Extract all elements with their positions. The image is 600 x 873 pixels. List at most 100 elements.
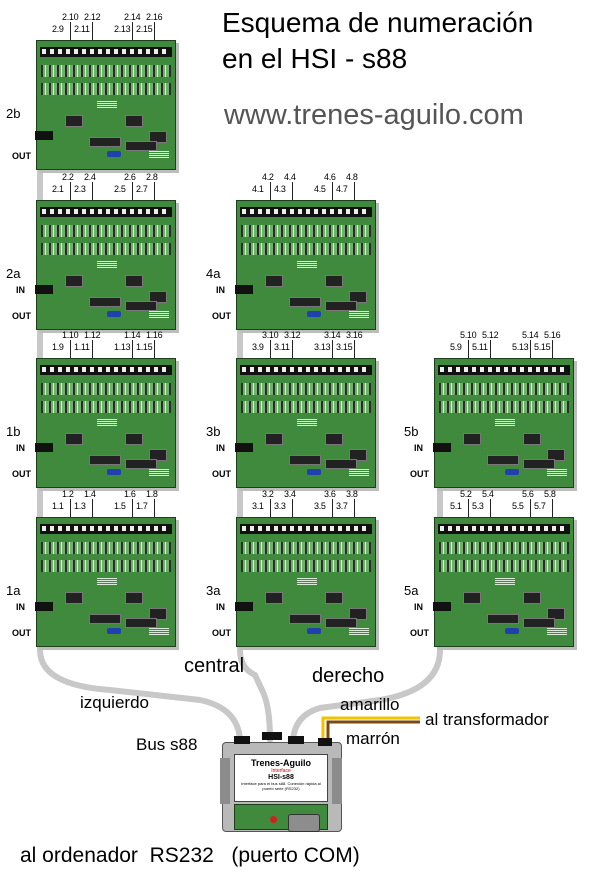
interface-sub: Interface: [271, 768, 291, 774]
pin-lead-line: [332, 499, 333, 521]
bus-connector: [433, 443, 451, 452]
pin-label-bottom: 2.7: [136, 184, 148, 194]
pin-lead-line: [270, 182, 271, 204]
pin-lead-line: [70, 499, 71, 521]
board-id-label: 1b: [6, 424, 21, 439]
out-label: OUT: [212, 469, 231, 479]
pin-label-top: 5.6: [522, 489, 534, 499]
pin-lead-line: [468, 340, 469, 362]
bus-connector-center: [262, 732, 282, 740]
board-silkscreen: [97, 419, 117, 426]
ic-chip-wide: [89, 455, 121, 465]
pin-label-bottom: 5.1: [450, 501, 462, 511]
pin-lead-line: [270, 340, 271, 362]
in-label: IN: [16, 285, 25, 295]
s88-board-1a: [35, 517, 176, 647]
pin-label-bottom: 4.1: [252, 184, 264, 194]
in-label: IN: [414, 443, 423, 453]
wire-brown: [326, 720, 420, 742]
ic-chip-wide: [89, 137, 121, 147]
board-silkscreen: [297, 261, 317, 268]
pin-label-bottom: 2.11: [74, 24, 90, 34]
bus-connector-right: [288, 736, 304, 744]
pin-label-top: 5.2: [460, 489, 472, 499]
component-row: [439, 542, 569, 554]
case-tab-right: [332, 758, 342, 804]
transformer-label: al transformador: [425, 710, 549, 729]
board-silkscreen: [547, 469, 567, 476]
pin-label-bottom: 3.11: [274, 342, 290, 352]
pin-lead-line: [354, 499, 355, 521]
terminal-strip: [40, 524, 172, 534]
pin-label-bottom: 2.13: [114, 24, 131, 34]
ic-chip-wide: [289, 297, 321, 307]
pin-lead-line: [292, 340, 293, 362]
component-row: [241, 243, 371, 255]
ic-chip: [463, 433, 481, 445]
ic-chip: [149, 608, 167, 620]
board-silkscreen: [149, 628, 169, 635]
pin-label-top: 1.4: [84, 489, 96, 499]
pin-label-top: 5.16: [544, 330, 561, 340]
ic-chip-wide: [325, 618, 357, 628]
terminal-strip: [438, 365, 570, 375]
pin-label-bottom: 2.5: [114, 184, 126, 194]
pin-label-bottom: 5.5: [512, 501, 524, 511]
ic-chip-wide: [289, 614, 321, 624]
pin-lead-line: [292, 499, 293, 521]
ic-chip-wide: [289, 455, 321, 465]
pin-lead-line: [132, 340, 133, 362]
pin-label-bottom: 3.3: [274, 501, 286, 511]
pin-label-top: 2.14: [124, 12, 141, 22]
website-url: www.trenes-aguilo.com: [224, 99, 524, 131]
ic-chip: [65, 592, 83, 604]
s88-board-3a: [235, 517, 376, 647]
pin-lead-line: [92, 499, 93, 521]
component-row: [439, 401, 569, 413]
pin-label-bottom: 5.15: [534, 342, 551, 352]
interface-note: Interface para el bus s88. Conexión rápi…: [241, 781, 321, 791]
board-id-label: 3a: [206, 583, 221, 598]
pin-label-bottom: 5.7: [534, 501, 546, 511]
capacitor-icon: [307, 469, 321, 475]
pin-label-top: 3.2: [262, 489, 274, 499]
board-silkscreen: [349, 469, 369, 476]
board-silkscreen: [349, 628, 369, 635]
in-label: IN: [216, 285, 225, 295]
ic-chip-wide: [487, 614, 519, 624]
cable-label-central: central: [184, 655, 245, 677]
board-silkscreen: [547, 628, 567, 635]
pin-lead-line: [92, 340, 93, 362]
capacitor-icon: [107, 469, 121, 475]
component-row: [241, 401, 371, 413]
pin-label-top: 4.4: [284, 172, 296, 182]
footer: al ordenador RS232 (puerto COM): [20, 844, 360, 868]
component-row: [41, 83, 171, 95]
ic-chip-wide: [125, 141, 157, 151]
ic-chip-wide: [89, 297, 121, 307]
pin-label-top: 1.2: [62, 489, 74, 499]
pin-lead-line: [154, 22, 155, 44]
component-row: [41, 225, 171, 237]
bus-connector: [35, 285, 53, 294]
ic-chip: [547, 608, 565, 620]
pin-lead-line: [292, 182, 293, 204]
ic-chip-wide: [125, 459, 157, 469]
board-id-label: 2b: [6, 106, 21, 121]
footer-computer: al ordenador: [20, 844, 138, 867]
pin-label-bottom: 3.1: [252, 501, 264, 511]
pin-label-top: 2.4: [84, 172, 96, 182]
board-silkscreen: [97, 261, 117, 268]
interface-model: HSI-s88: [268, 774, 294, 781]
board-silkscreen: [495, 578, 515, 585]
cable-label-izquierdo: izquierdo: [80, 693, 149, 712]
title-line-2: en el HSI - s88: [222, 43, 408, 74]
component-row: [439, 383, 569, 395]
pin-lead-line: [132, 499, 133, 521]
capacitor-icon: [107, 628, 121, 634]
component-row: [41, 560, 171, 572]
interface-brand: Trenes-Aguilo: [250, 758, 311, 768]
ic-chip: [349, 291, 367, 303]
in-label: IN: [216, 602, 225, 612]
pin-label-bottom: 1.9: [52, 342, 64, 352]
